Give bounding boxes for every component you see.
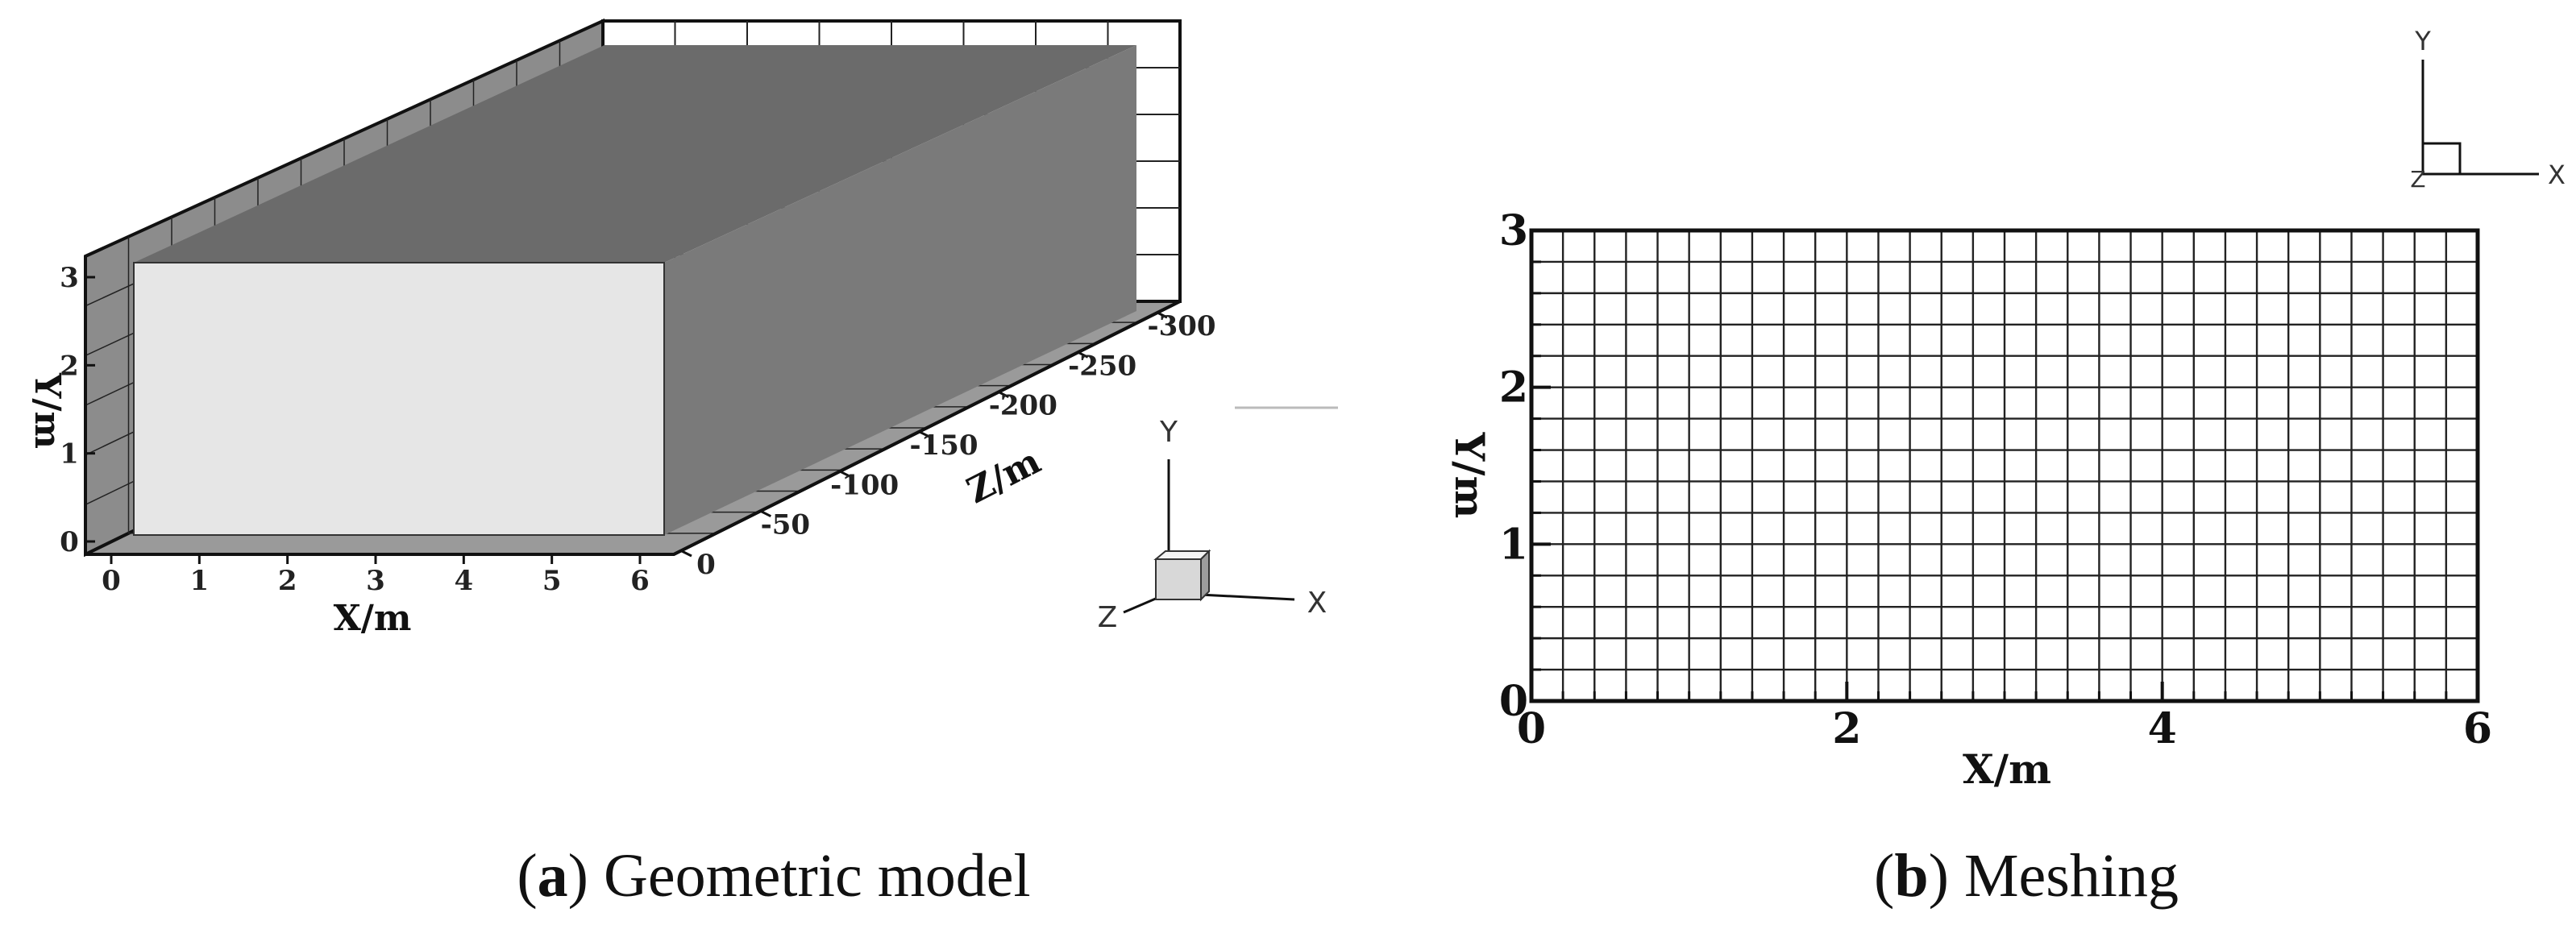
z-tick-mark [1157,311,1168,319]
triad-b-box [2421,142,2462,176]
caption-a: (a) Geometric model [517,842,1030,910]
orientation-triad-a: Y X Z [1098,416,1327,634]
y-tick-label-b: 1 [1499,520,1528,569]
x-tick-labels: 0 1 2 3 4 5 6 [102,554,650,597]
caption-b: (b) Meshing [1874,842,2179,910]
y-tick-label: 1 [60,438,79,471]
z-tick-mark [681,550,692,558]
x-tick-labels-b: 0 2 4 6 [1517,682,2492,753]
mesh-grid [1530,229,2479,703]
triad-cube-front [1155,558,1202,600]
x-tick-label-b: 6 [2463,704,2492,753]
triad-y-label: Y [1159,416,1178,449]
x-tick-label-b: 4 [2148,704,2177,753]
y-tick-labels: 0 1 2 3 [60,262,95,558]
triad-z-label: Z [1098,601,1118,634]
y-axis-label-b: Y/m [1446,432,1494,519]
z-tick-label: -100 [830,469,899,501]
x-tick-label: 3 [366,565,385,597]
box-front-face [133,262,665,536]
x-tick-label-b: 0 [1517,704,1546,753]
x-tick-label: 5 [542,565,562,597]
panel-b: 0 2 4 6 0 1 2 3 X/m Y/m Y X Z (b) Meshing [1446,26,2566,910]
x-tick-label: 0 [102,565,121,597]
x-tick-label: 6 [630,565,650,597]
triad-x-label: X [1307,587,1327,620]
y-tick-label: 3 [60,262,79,294]
caption-a-letter: a [538,842,568,910]
z-tick-label: -300 [1147,310,1215,342]
caption-a-text: Geometric model [588,842,1031,910]
z-tick-labels: 0 -50 -100 -150 -200 -250 -300 [681,310,1216,581]
y-tick-labels-b: 0 1 2 3 [1499,206,1551,726]
x-tick-label: 1 [189,565,209,597]
box-side-face [664,45,1136,535]
y-tick-label-b: 0 [1499,677,1528,726]
z-tick-label: -250 [1068,350,1136,382]
triad-b-y-label: Y [2414,26,2431,56]
x-tick-label: 2 [278,565,297,597]
caption-b-text: Meshing [1949,842,2179,910]
z-tick-label: -200 [989,390,1057,422]
box-top-face [134,45,1136,263]
triad-cube-side [1200,549,1210,602]
z-tick-label: -50 [761,509,810,541]
z-tick-mark [1077,351,1089,359]
z-tick-label: 0 [696,549,716,581]
caption-b-letter: b [1894,842,1928,910]
y-tick-label: 0 [60,526,79,558]
x-tick-label: 4 [454,565,473,597]
y-tick-label: 2 [60,350,79,382]
z-axis-line [673,300,1181,556]
z-tick-mark [919,430,930,438]
x-tick-label-b: 2 [1832,704,1861,753]
triad-b-x-label: X [2548,160,2566,190]
x-axis-label-b: X/m [1963,745,2051,793]
y-tick-label-b: 3 [1499,206,1528,255]
z-tick-mark [998,391,1010,399]
orientation-triad-b: Y X Z [2410,26,2566,193]
mesh-border [1529,228,2480,703]
y-axis-label: Y/m [27,372,68,449]
z-tick-mark [760,510,772,518]
z-tick-mark [839,470,851,478]
x-axis-label: X/m [334,598,412,639]
y-tick-label-b: 2 [1499,363,1528,413]
triad-b-z-label: Z [2410,166,2425,193]
panel-a: 0 1 2 3 4 5 6 0 1 2 3 0 -50 -100 -150 -200 -250 -300 X/… [27,18,1338,910]
z-tick-label: -150 [909,429,978,462]
